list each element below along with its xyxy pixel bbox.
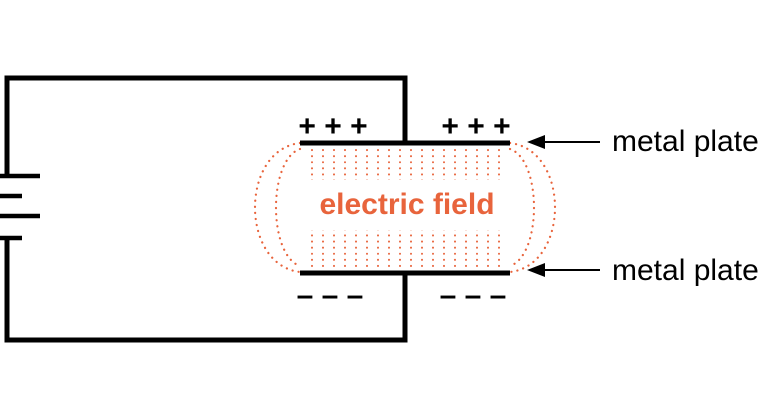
field-label: electric field [319, 188, 494, 221]
electric-field-lines [311, 149, 500, 269]
field-fringe-right-outer [508, 141, 557, 274]
bottom-plate-label: metal plate [612, 254, 759, 287]
field-fringe-left-outer [253, 141, 302, 274]
bottom-left-negative-charges: – – – [297, 279, 364, 312]
bottom-plate-arrow [527, 263, 600, 277]
circuit-wire [4, 75, 408, 343]
field-fringe-right-inner [508, 147, 535, 268]
top-plate-arrow [527, 135, 600, 149]
top-right-positive-charges: + + + [441, 110, 510, 143]
battery [0, 173, 40, 241]
field-label-background [298, 180, 514, 230]
top-plate-label: metal plate [612, 125, 759, 158]
field-fringe-left-inner [275, 147, 302, 268]
bottom-right-negative-charges: – – – [440, 279, 507, 312]
top-left-positive-charges: + + + [298, 110, 367, 143]
